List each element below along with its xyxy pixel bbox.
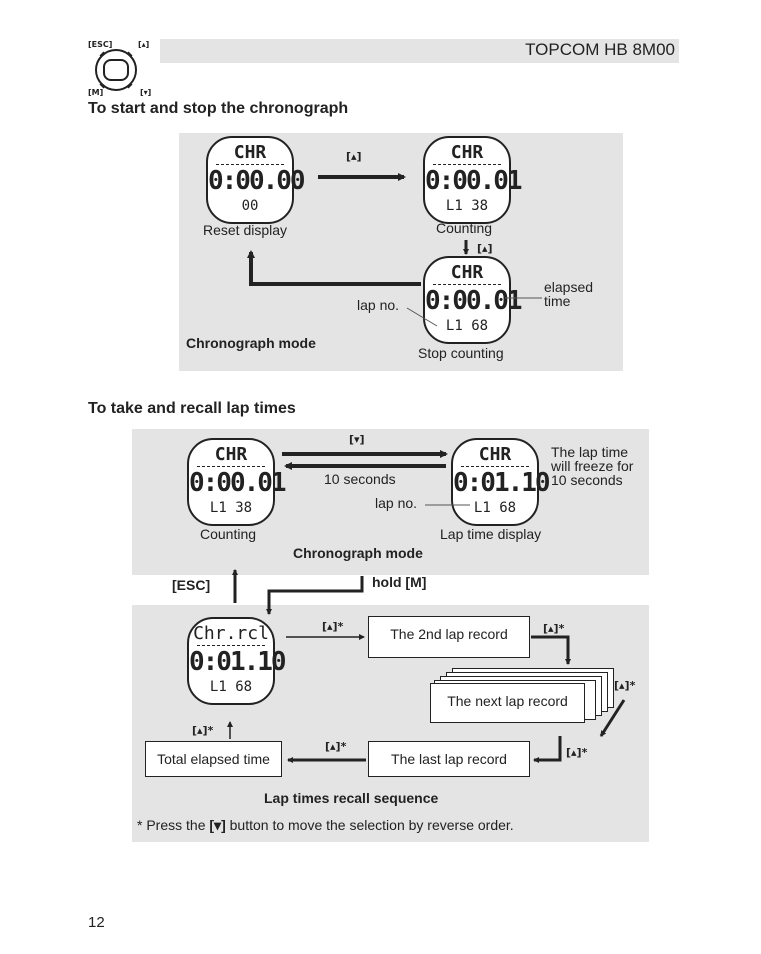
footnote-prefix: * Press the [137, 817, 210, 833]
key-up-star-label: [▴]* [566, 746, 588, 759]
logo-key-down: [▾] [140, 88, 152, 97]
watch-reset-display: CHR 0:00.00 00 [206, 136, 306, 224]
watch-bottom-text: 00 [241, 198, 259, 214]
esc-key-label: [ESC] [172, 577, 211, 593]
watch-top-text: CHR [233, 142, 267, 163]
box-last-lap-record: The last lap record [368, 741, 530, 777]
footnote-suffix: button to move the selection by reverse … [225, 817, 514, 833]
label-lap-no: lap no. [375, 495, 418, 511]
label-lap-time-display: Lap time display [440, 526, 542, 542]
watch-divider [197, 466, 265, 467]
watch-stop-display: CHR 0:00.01 L1 68 [423, 256, 523, 344]
logo-key-esc: [ESC] [88, 40, 113, 49]
chronograph-mode-label: Chronograph mode [293, 545, 423, 561]
watch-bottom-text: L1 68 [473, 500, 517, 516]
watch-bottom-text: L1 68 [209, 679, 253, 695]
logo-key-up: [▴] [138, 40, 150, 49]
box-total-elapsed-time: Total elapsed time [145, 741, 282, 777]
footnote: * Press the [▾] button to move the selec… [137, 817, 514, 834]
watch-divider [433, 164, 501, 165]
key-up-label: [▴] [346, 150, 362, 163]
watch-divider [197, 645, 265, 646]
watch-top-text: Chr.rcl [193, 623, 269, 644]
key-up-label: [▴] [477, 242, 493, 255]
arrow-to-last-record [533, 736, 562, 763]
watch-lap-time-display: CHR 0:01.10 L1 68 [451, 438, 551, 526]
key-up-star-label: [▴]* [192, 724, 214, 737]
watch-buttons-logo: [ESC] [▴] [M] [▾] [88, 38, 160, 100]
watch-counting-display: CHR 0:00.01 L1 38 [423, 136, 523, 224]
watch-bottom-text: L1 68 [445, 318, 489, 334]
watch-main-text: 0:01.10 [189, 647, 287, 677]
watch-recall-display: Chr.rcl 0:01.10 L1 68 [187, 617, 287, 705]
sequence-title: Lap times recall sequence [264, 790, 439, 806]
label-reset-display: Reset display [203, 222, 288, 238]
key-up-star-label: [▴]* [322, 620, 344, 633]
watch-main-text: 0:01.10 [453, 468, 551, 498]
watch-main-text: 0:00.01 [425, 166, 523, 196]
label-stop-counting: Stop counting [418, 345, 504, 361]
key-up-star-label: [▴]* [543, 622, 565, 635]
watch-main-text: 0:00.01 [425, 286, 523, 316]
footnote-key: [▾] [209, 817, 226, 833]
watch-main-text: 0:00.01 [189, 468, 287, 498]
hold-m-label: hold [M] [372, 574, 427, 590]
brand-title: TOPCOM HB 8M00 [525, 40, 675, 59]
label-elapsed-time: elapsed time [544, 279, 594, 309]
label-lap-no: lap no. [357, 297, 400, 313]
label-counting: Counting [200, 526, 257, 542]
key-up-star-label: [▴]* [614, 679, 636, 692]
watch-top-text: CHR [450, 142, 484, 163]
watch-divider [216, 164, 284, 165]
watch-top-text: CHR [214, 444, 248, 465]
watch-counting-display: CHR 0:00.01 L1 38 [187, 438, 287, 526]
watch-top-text: CHR [478, 444, 512, 465]
arrow-2nd-to-next [531, 635, 571, 665]
box-next-lap-record: The next lap record [430, 683, 585, 723]
pointer-lap-no [406, 307, 438, 327]
watch-divider [461, 466, 529, 467]
watch-divider [433, 284, 501, 285]
label-lap-freeze: The lap time will freeze for 10 seconds [551, 444, 634, 488]
logo-key-m: [M] [88, 88, 104, 97]
watch-top-text: CHR [450, 262, 484, 283]
watch-bottom-text: L1 38 [445, 198, 489, 214]
box-2nd-lap-record: The 2nd lap record [368, 616, 530, 658]
watch-face-icon [95, 49, 137, 91]
arrow-hold-m [266, 576, 364, 615]
section1-title: To start and stop the chronograph [88, 100, 349, 117]
header-bar [88, 39, 679, 63]
page-number: 12 [88, 914, 105, 931]
arrow-next-to-last [599, 699, 626, 737]
arrow-stop-to-reset [247, 250, 421, 286]
watch-bottom-text: L1 38 [209, 500, 253, 516]
section2-title: To take and recall lap times [88, 400, 296, 417]
watch-main-text: 0:00.00 [208, 166, 306, 196]
key-up-star-label: [▴]* [325, 740, 347, 753]
label-counting: Counting [436, 220, 493, 236]
label-10-seconds: 10 seconds [324, 471, 396, 487]
chronograph-mode-label: Chronograph mode [186, 335, 316, 351]
key-down-label: [▾] [349, 433, 365, 446]
